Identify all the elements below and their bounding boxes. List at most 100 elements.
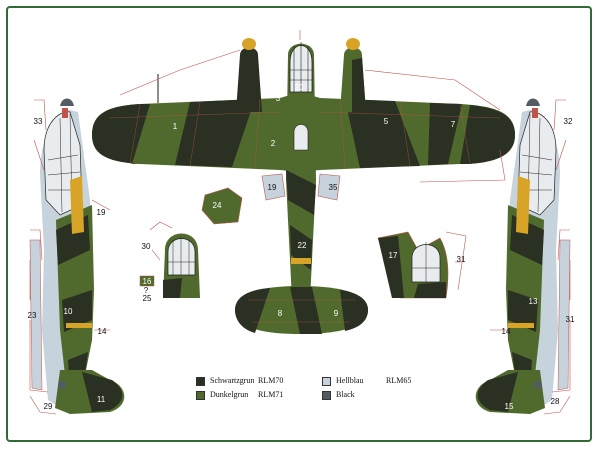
label-30: 30 (142, 242, 151, 251)
label-13: 13 (529, 297, 538, 306)
left-fuselage-yellow (66, 323, 92, 328)
top-nose-frames (290, 42, 312, 92)
nose-front-glazing (167, 238, 196, 276)
label-9: 9 (334, 309, 339, 318)
label-20: 20 (295, 83, 304, 92)
left-spinner (242, 38, 256, 50)
nose-side-frames (412, 242, 440, 282)
label-8: 8 (278, 309, 283, 318)
right-underside-strip (557, 239, 571, 391)
part-35-panel (317, 173, 341, 201)
right-fuselage-yellow (508, 323, 534, 328)
label-32: 32 (564, 117, 573, 126)
nose-front-guides (149, 221, 173, 261)
right-side-view (475, 98, 571, 415)
left-tailwheel (58, 381, 66, 389)
left-nose-frames (47, 113, 81, 213)
right-side-guides (490, 99, 571, 415)
label-3: 3 (276, 94, 281, 103)
label-question: ? (144, 286, 149, 295)
label-19-side: 19 (97, 208, 106, 217)
sheet-border (6, 6, 592, 442)
wing-dark-patch-right-tip (460, 105, 515, 164)
swatch-hellblau (322, 377, 331, 386)
right-engine-dark-stripe (352, 58, 366, 112)
part-number-labels: 1 2 3 5 7 8 9 20 22 24 19 35 30 16 ? 25 … (28, 83, 575, 411)
left-side-guides (29, 99, 111, 415)
nose-side-dark-2 (414, 282, 446, 298)
label-11: 11 (97, 395, 106, 404)
wing-panel-lines (109, 98, 501, 169)
label-24: 24 (213, 201, 222, 210)
label-7: 7 (451, 120, 456, 129)
right-tail-dark (477, 372, 518, 412)
right-spinner-cap (526, 98, 540, 106)
left-nose-yellow (70, 176, 84, 234)
part-19-panel (261, 173, 286, 201)
label-25: 25 (143, 294, 152, 303)
left-underside-strip (29, 239, 43, 391)
label-17: 17 (389, 251, 398, 260)
label-31-right: 31 (566, 315, 575, 324)
label-5: 5 (384, 117, 389, 126)
nose-front-view (139, 221, 200, 298)
fuselage-yellow-band (291, 258, 311, 264)
legend-schwarzgrun-code: RLM70 (258, 376, 284, 385)
nose-front-frames (168, 236, 195, 275)
right-camo-dark-2 (508, 290, 538, 332)
label-28: 28 (551, 397, 560, 406)
label-33: 33 (34, 117, 43, 126)
legend-dunkelgrun-code: RLM71 (258, 390, 284, 399)
right-spinner-red (532, 108, 538, 118)
wing-dark-patch-right-mid (345, 99, 420, 168)
label-10: 10 (64, 307, 73, 316)
label-23: 23 (28, 311, 37, 320)
left-tail-dark (82, 372, 123, 412)
right-tailwheel (534, 381, 542, 389)
legend-hellblau-code: RLM65 (386, 376, 412, 385)
label-35: 35 (329, 183, 338, 192)
detail-parts (201, 173, 341, 225)
label-31-center: 31 (457, 255, 466, 264)
left-side-view (29, 98, 125, 415)
label-2: 2 (271, 139, 276, 148)
nose-part-16 (139, 275, 155, 287)
swatch-black (322, 391, 331, 400)
left-spinner-cap (60, 98, 74, 106)
nose-side-dark (378, 236, 404, 298)
label-19-top: 19 (268, 183, 277, 192)
label-15: 15 (505, 402, 514, 411)
nose-side-guides (445, 231, 467, 291)
legend-schwarzgrun-name: Schwartzgrun (210, 376, 255, 385)
label-14-left: 14 (98, 327, 107, 336)
label-1: 1 (173, 122, 178, 131)
right-nose-frames (519, 113, 553, 213)
top-red-guides (119, 30, 506, 183)
right-spinner (346, 38, 360, 50)
top-canopy (293, 124, 309, 151)
left-spinner-red (62, 108, 68, 118)
legend-dunkelgrun-name: Dunkelgrun (210, 390, 249, 399)
tail-panel-lines (248, 299, 355, 323)
part-24 (201, 187, 243, 225)
wing-dark-patch-left-tip (92, 104, 150, 164)
swatch-schwarzgrun (196, 377, 205, 386)
left-camo-dark-2 (62, 290, 92, 332)
label-16: 16 (143, 277, 152, 286)
label-22: 22 (298, 241, 307, 250)
right-nose-yellow (516, 176, 530, 234)
nose-side-view (377, 231, 467, 299)
tail-dark-left (235, 288, 270, 333)
label-29: 29 (44, 402, 53, 411)
wing-dark-patch-right-inner (428, 103, 462, 165)
fuselage-dark-band-1 (286, 170, 316, 215)
label-14-right: 14 (502, 327, 511, 336)
wing-dark-patch-left-mid (175, 99, 255, 167)
legend-black-name: Black (336, 390, 355, 399)
top-view (92, 30, 515, 334)
legend-hellblau-name: Hellblau (336, 376, 364, 385)
nose-front-dark (163, 278, 182, 298)
left-engine-nacelle (236, 47, 262, 112)
